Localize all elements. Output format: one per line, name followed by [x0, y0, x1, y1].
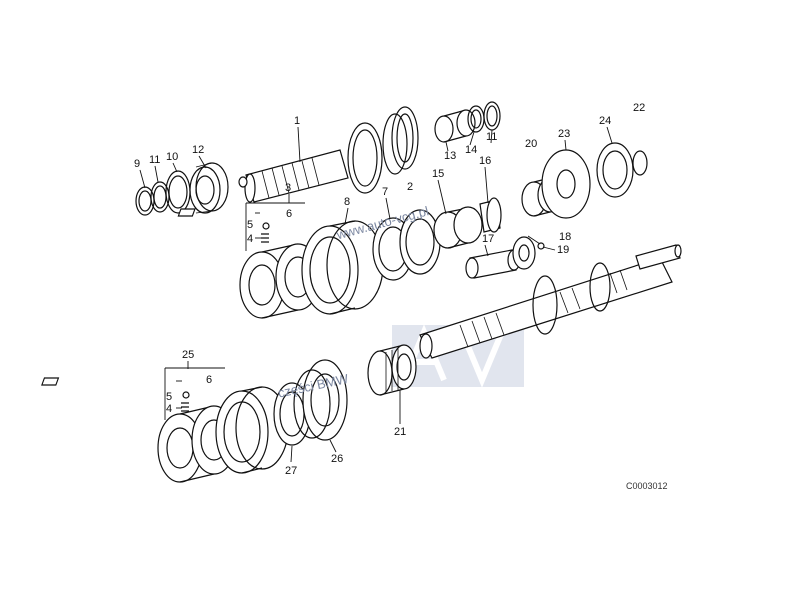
callout-11-right: 11 — [486, 131, 497, 143]
callout-18: 18 — [559, 231, 571, 243]
part-washer-14 — [467, 105, 485, 133]
callout-4-lower: 4 — [166, 403, 172, 415]
callout-14: 14 — [465, 144, 477, 156]
callout-2: 2 — [407, 181, 413, 193]
callout-5-lower: 5 — [166, 391, 172, 403]
callout-23: 23 — [558, 128, 570, 140]
part-gear-23 — [541, 149, 591, 219]
leader-lines — [139, 126, 613, 463]
part-synchro-ring-24 — [596, 142, 634, 198]
callout-7: 7 — [382, 186, 388, 198]
part-needle-bearing-21 — [367, 344, 417, 396]
callout-13: 13 — [444, 150, 456, 162]
callout-8: 8 — [344, 196, 350, 208]
callout-24: 24 — [599, 115, 611, 127]
part-gear-26 — [293, 359, 348, 441]
callout-3: 3 — [285, 182, 291, 194]
callout-16: 16 — [479, 155, 491, 167]
part-shift-sleeve-lower — [215, 386, 289, 474]
callout-21: 21 — [394, 426, 406, 438]
callout-26: 26 — [331, 453, 343, 465]
part-synchro-ring-27 — [273, 382, 311, 446]
part-main-shaft — [419, 244, 682, 359]
callout-19: 19 — [557, 244, 569, 256]
part-shift-sleeve-8 — [301, 220, 384, 315]
drawing-code: C0003012 — [626, 481, 668, 491]
callout-15: 15 — [432, 168, 444, 180]
callout-10: 10 — [166, 151, 178, 163]
part-washer-18 — [512, 236, 536, 270]
callout-9: 9 — [134, 158, 140, 170]
part-bushing-16 — [479, 197, 502, 233]
callout-27: 27 — [285, 465, 297, 477]
callout-5-upper: 5 — [247, 219, 253, 231]
callout-12: 12 — [192, 144, 204, 156]
part-needle-cage-15 — [433, 206, 483, 249]
part-needle-bearing-13 — [434, 109, 476, 143]
part-circlip-11-right — [483, 101, 501, 131]
callout-25: 25 — [182, 349, 194, 361]
callout-20: 20 — [525, 138, 537, 150]
callout-1: 1 — [294, 115, 300, 127]
part-input-shaft — [238, 106, 419, 203]
callout-22: 22 — [633, 102, 645, 114]
part-detent-upper — [177, 208, 270, 243]
callout-6-upper: 6 — [286, 208, 292, 220]
callout-11-left: 11 — [149, 154, 160, 166]
part-bearing-12 — [189, 162, 229, 214]
part-ring-10 — [165, 170, 191, 214]
callout-6-lower: 6 — [206, 374, 212, 386]
part-circlip-22 — [632, 150, 648, 176]
part-spacer-17 — [465, 249, 521, 279]
callout-17: 17 — [482, 233, 494, 245]
callout-labels: 1 2 3 4 5 6 7 8 9 10 11 11 12 13 14 15 1… — [134, 102, 645, 477]
part-ball-19 — [537, 242, 545, 250]
callout-4-upper: 4 — [247, 233, 253, 245]
part-detent-lower — [41, 377, 190, 412]
